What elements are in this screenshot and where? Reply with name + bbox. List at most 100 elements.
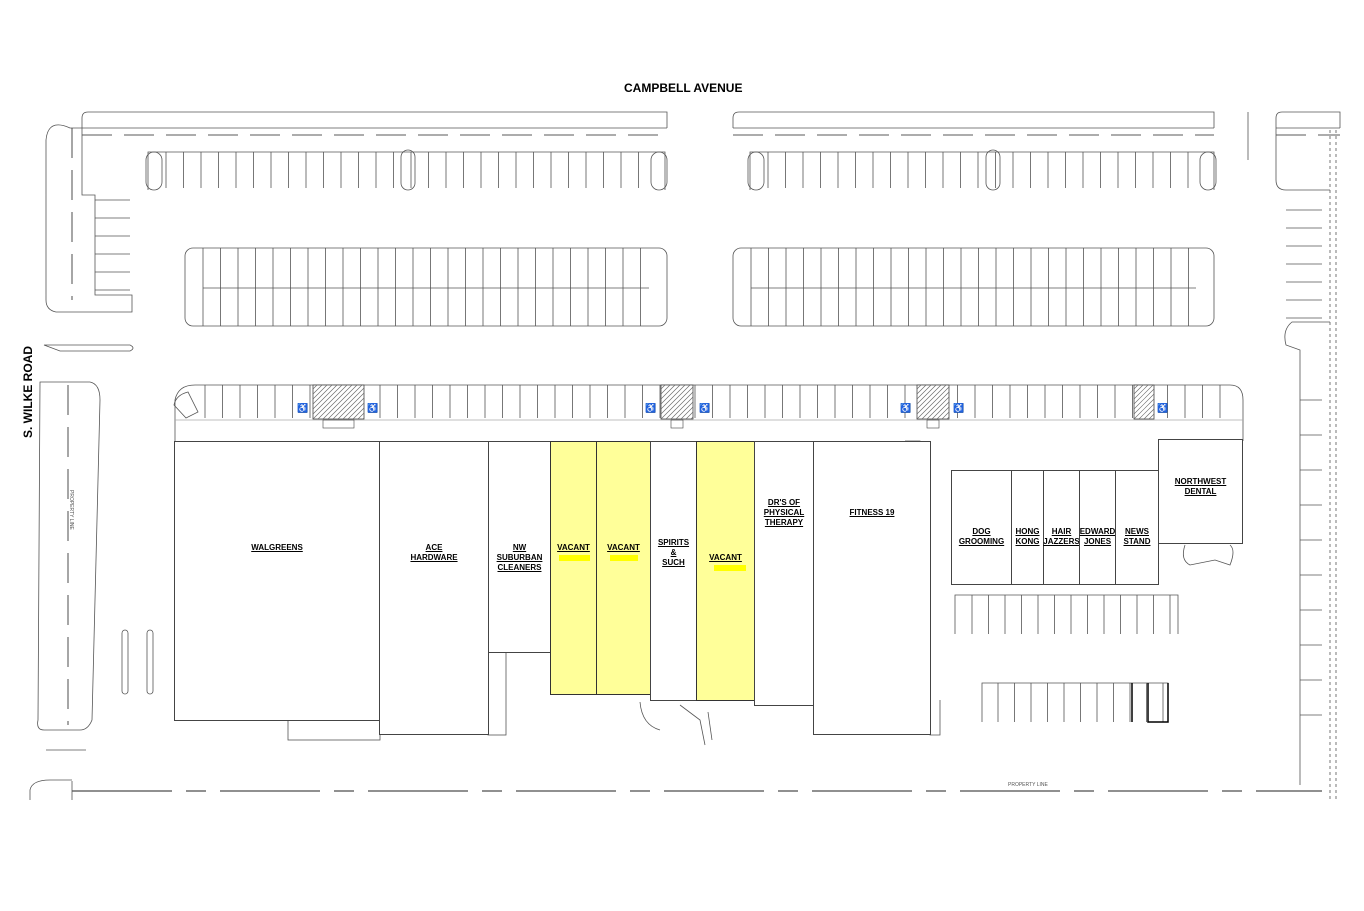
store-vacant-3[interactable]: VACANT	[696, 441, 755, 701]
wheelchair-icon: ♿	[367, 402, 378, 413]
store-ace-hardware[interactable]: ACE HARDWARE	[379, 441, 489, 735]
island	[121, 629, 129, 695]
ramp-hatch	[312, 384, 328, 400]
west-median	[37, 381, 101, 731]
store-spirits-and-such[interactable]: SPIRITS & SUCH	[650, 441, 697, 701]
store-nw-suburban-cleaners[interactable]: NW SUBURBAN CLEANERS	[488, 441, 551, 653]
rear-parking-black	[1131, 683, 1169, 723]
ramp-hatch	[312, 384, 333, 405]
ramp-hatch	[916, 384, 942, 410]
store-edward-jones[interactable]: EDWARD JONES	[1079, 470, 1116, 585]
ramp-hatch	[1133, 388, 1155, 410]
ramp-hatch	[1148, 413, 1155, 420]
ramp-hatch	[327, 384, 363, 420]
door-swing-icon	[639, 701, 713, 746]
wheelchair-icon: ♿	[645, 402, 656, 413]
ramp-hatch	[312, 384, 318, 390]
store-northwest-dental[interactable]: NORTHWEST DENTAL	[1158, 439, 1243, 544]
store-hong-kong[interactable]: HONG KONG	[1011, 470, 1044, 585]
ramp-hatch	[312, 384, 348, 420]
store-label: VACANT	[557, 543, 590, 552]
wheelchair-icon: ♿	[699, 402, 710, 413]
ramp-hatch	[926, 396, 950, 420]
ramp-hatch	[312, 384, 338, 410]
ramp-hatch	[916, 384, 927, 395]
ramp-hatch	[362, 417, 365, 420]
store-fitness-19[interactable]: FITNESS 19	[813, 441, 931, 735]
ramp-hatch	[660, 384, 671, 395]
median	[43, 344, 134, 352]
wheelchair-icon: ♿	[953, 402, 964, 413]
ramp-hatch	[1133, 393, 1155, 415]
wheelchair-icon: ♿	[900, 402, 911, 413]
ramp-hatch	[1133, 398, 1155, 420]
parking-row-edge	[147, 151, 666, 190]
wheelchair-icon: ♿	[297, 402, 308, 413]
ramp-hatch	[1133, 384, 1144, 395]
store-drs-physical-therapy[interactable]: DR'S OF PHYSICAL THERAPY	[754, 441, 814, 706]
parking-end-cap	[650, 151, 668, 191]
store-label: HONG KONG	[1015, 527, 1040, 546]
service-area	[487, 651, 507, 736]
parking-end-cap	[145, 151, 163, 191]
east-curb	[1284, 321, 1330, 785]
ramp-hatch	[665, 391, 694, 420]
property-line-label-west: PROPERTY LINE	[68, 490, 74, 530]
store-label: EDWARD JONES	[1079, 527, 1116, 546]
ramp-hatch	[1138, 403, 1155, 420]
property-line-label: PROPERTY LINE	[1008, 782, 1048, 788]
service-area	[287, 719, 381, 741]
street-label-west: S. WILKE ROAD	[21, 346, 35, 438]
store-label: HAIR JAZZERS	[1043, 527, 1080, 546]
store-vacant-2[interactable]: VACANT	[596, 441, 651, 695]
store-walgreens[interactable]: WALGREENS	[174, 441, 380, 721]
stairs	[322, 419, 355, 429]
store-dog-grooming[interactable]: DOG GROOMING	[951, 470, 1012, 585]
store-hair-jazzers[interactable]: HAIR JAZZERS	[1043, 470, 1080, 585]
ramp-hatch	[1133, 384, 1149, 400]
store-vacant-1[interactable]: VACANT	[550, 441, 597, 695]
ramp-hatch	[1133, 384, 1139, 390]
ramp-hatch	[1143, 408, 1155, 420]
ramp-hatch	[337, 392, 365, 420]
parking-island-double	[184, 247, 668, 327]
ramp-hatch	[660, 384, 686, 410]
curb-line	[732, 111, 1215, 128]
parking-end-cap	[1199, 151, 1217, 191]
parking-row-edge	[749, 151, 1215, 190]
vacant-highlight	[559, 555, 590, 561]
ramp-hatch	[941, 411, 950, 420]
store-label: NW SUBURBAN CLEANERS	[496, 543, 543, 572]
door-swing-icon	[1182, 544, 1234, 566]
vacant-highlight	[714, 565, 746, 571]
parking-island	[400, 149, 416, 191]
island	[146, 629, 154, 695]
ramp-hatch	[680, 406, 694, 420]
store-label: ACE HARDWARE	[410, 543, 458, 562]
ramp-hatch	[660, 384, 681, 405]
west-corner	[29, 779, 72, 800]
ramp-hatch	[312, 384, 323, 395]
store-news-stand[interactable]: NEWS STAND	[1115, 470, 1159, 585]
west-curb	[45, 124, 133, 313]
store-label: NORTHWEST DENTAL	[1174, 477, 1227, 496]
ramp-hatch	[931, 401, 950, 420]
curb-line	[81, 111, 668, 128]
rear-parking-edge	[981, 682, 1169, 722]
street-label-north: CAMPBELL AVENUE	[624, 81, 743, 95]
ramp-hatch	[675, 401, 694, 420]
ramp-hatch	[357, 412, 365, 420]
ramp-hatch	[670, 396, 694, 420]
store-label: NEWS STAND	[1123, 527, 1151, 546]
ramp-hatch	[916, 384, 932, 400]
ramp-hatch	[946, 416, 950, 420]
store-label: DR'S OF PHYSICAL THERAPY	[763, 498, 805, 527]
store-label: DOG GROOMING	[958, 527, 1005, 546]
east-curb	[1275, 128, 1330, 191]
parking-end-cap	[747, 151, 765, 191]
wheelchair-icon: ♿	[1157, 402, 1168, 413]
ramp-hatch	[916, 384, 922, 390]
ramp-hatch	[660, 384, 676, 400]
